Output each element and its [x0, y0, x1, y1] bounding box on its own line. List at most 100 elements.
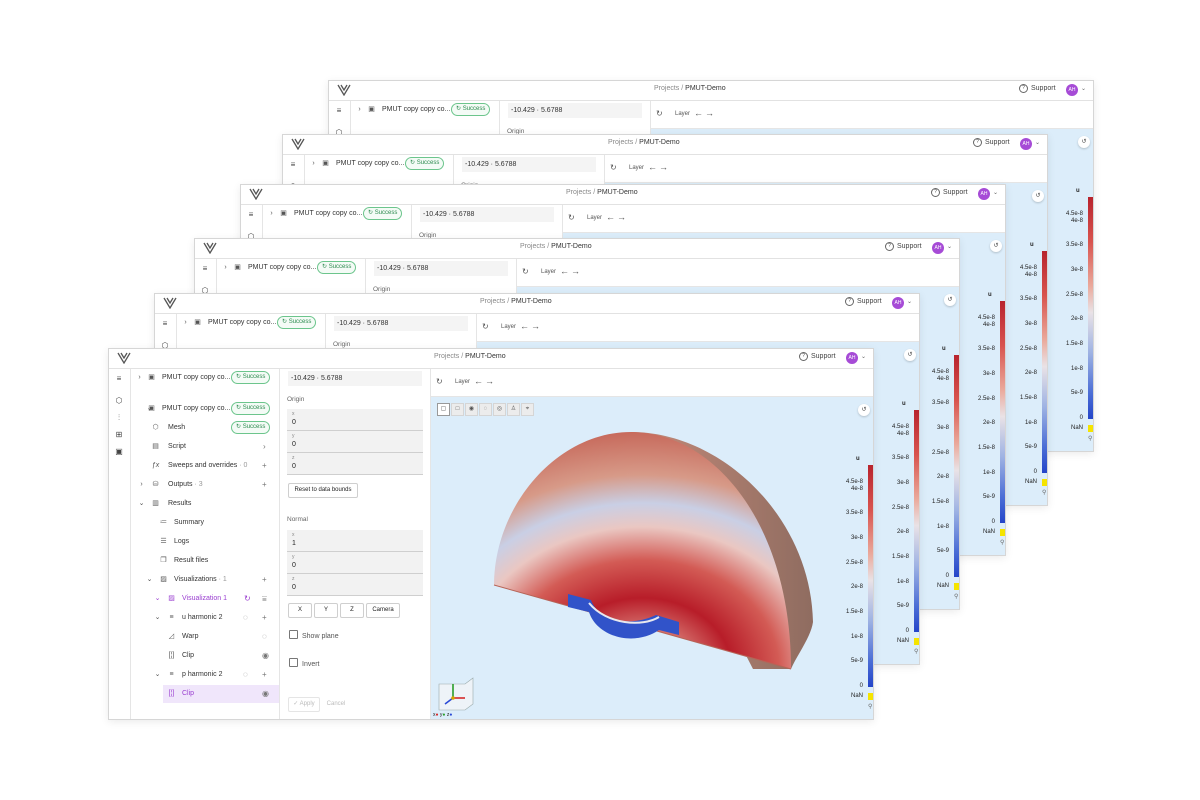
tree-row-summary[interactable]: ≔ Summary	[131, 514, 279, 532]
tree-row-mesh[interactable]: ⬡ Mesh ↻ Success	[131, 419, 279, 437]
apply-button[interactable]: ✓ Apply	[288, 697, 320, 712]
breadcrumb-projects[interactable]: Projects	[654, 85, 680, 92]
tree-row-results[interactable]: ⌄ ▥ Results	[131, 495, 279, 513]
chevron-down-icon[interactable]: ⌄	[146, 405, 153, 412]
arrow-right-icon[interactable]: →	[531, 321, 540, 331]
plus-icon[interactable]: +	[262, 480, 267, 489]
breadcrumb-projects[interactable]: Projects	[520, 243, 546, 250]
axis-z-button[interactable]: Z	[340, 603, 364, 618]
camera-button[interactable]: Camera	[366, 603, 400, 618]
chevron-down-icon[interactable]: ⌄	[154, 595, 161, 602]
cube-icon[interactable]: ⬡	[335, 128, 343, 137]
tree-row-visualization-1[interactable]: ⌄ ▨ Visualization 1 ↻ ⩸	[131, 590, 279, 608]
eye-icon[interactable]: ◉	[465, 403, 478, 416]
chevron-right-icon[interactable]: ›	[270, 210, 273, 217]
chevron-down-icon[interactable]: ⌄	[993, 190, 999, 196]
reset-view-icon[interactable]: ↺	[1032, 190, 1044, 202]
sync-icon[interactable]: ↻	[482, 322, 489, 331]
chevron-down-icon[interactable]: ⌄	[154, 671, 161, 678]
support-link[interactable]: ? Support	[845, 297, 882, 306]
reset-view-icon[interactable]: ↺	[990, 240, 1002, 252]
chevron-right-icon[interactable]: ›	[263, 442, 266, 451]
tree-row-project[interactable]: › ▣ PMUT copy copy co... ↻ Success	[263, 205, 411, 223]
chevron-down-icon[interactable]: ⌄	[947, 244, 953, 250]
tree-row-project[interactable]: › ▣ PMUT copy copy co... ↻ Success	[217, 259, 365, 277]
breadcrumb-projects[interactable]: Projects	[434, 353, 460, 360]
support-link[interactable]: ? Support	[885, 242, 922, 251]
tree-row-script[interactable]: ▤ Script ›	[131, 438, 279, 456]
avatar[interactable]: AH	[978, 188, 990, 200]
support-link[interactable]: ? Support	[1019, 84, 1056, 93]
sync-icon[interactable]: ↻	[656, 109, 663, 118]
tree-row-u-harmonic[interactable]: ⌄ ≡ u harmonic 2 ◌ +	[131, 609, 279, 627]
plus-icon[interactable]: +	[262, 575, 267, 584]
person-icon[interactable]: ♙	[507, 403, 520, 416]
chevron-right-icon[interactable]: ›	[138, 374, 141, 381]
cube-icon[interactable]: ⬡	[247, 232, 255, 241]
checkbox-box[interactable]	[289, 658, 298, 667]
show-plane-checkbox[interactable]: Show plane	[289, 630, 339, 640]
select-icon[interactable]: ▢	[437, 403, 450, 416]
cancel-button[interactable]: Cancel	[322, 697, 350, 712]
chevron-down-icon[interactable]: ⌄	[146, 576, 153, 583]
cube-icon[interactable]: ⬡	[201, 286, 209, 295]
eye-icon[interactable]: ◉	[262, 689, 269, 698]
plus-icon[interactable]: +	[262, 670, 267, 679]
menu-icon[interactable]: ≡	[248, 210, 254, 219]
avatar[interactable]: AH	[932, 242, 944, 254]
support-link[interactable]: ? Support	[973, 138, 1010, 147]
chevron-right-icon[interactable]: ›	[312, 160, 315, 167]
arrow-left-icon[interactable]: ←	[694, 108, 703, 118]
tree-row-clip-1[interactable]: [¦] Clip ◉	[131, 647, 279, 665]
chevron-down-icon[interactable]: ⌄	[861, 354, 867, 360]
axis-x-button[interactable]: X	[288, 603, 312, 618]
axes-gizmo[interactable]	[433, 676, 481, 719]
tree-row-clip-2[interactable]: [¦] Clip ◉	[163, 685, 279, 703]
reset-view-icon[interactable]: ↺	[858, 404, 870, 416]
arrow-left-icon[interactable]: ←	[606, 212, 615, 222]
pin-icon[interactable]: ⚲	[1042, 490, 1047, 496]
menu-icon[interactable]: ≡	[202, 264, 208, 273]
avatar[interactable]: AH	[846, 352, 858, 364]
sync-icon[interactable]: ↻	[244, 594, 251, 603]
menu-icon[interactable]: ≡	[336, 106, 342, 115]
chevron-down-icon[interactable]: ⌄	[907, 299, 913, 305]
plus-icon[interactable]: +	[262, 461, 267, 470]
menu-icon[interactable]: ≡	[116, 374, 122, 383]
pin-icon[interactable]: ⚲	[954, 594, 959, 600]
arrow-left-icon[interactable]: ←	[520, 321, 529, 331]
pin-icon[interactable]: ⚲	[914, 649, 919, 655]
chevron-right-icon[interactable]: ›	[358, 106, 361, 113]
axis-y-button[interactable]: Y	[314, 603, 338, 618]
eye-icon[interactable]: ◉	[262, 651, 269, 660]
tree-row-result-files[interactable]: ❐ Result files	[131, 552, 279, 570]
reset-view-icon[interactable]: ↺	[944, 294, 956, 306]
sync-icon[interactable]: ↻	[436, 377, 443, 386]
menu-icon[interactable]: ≡	[162, 319, 168, 328]
arrow-right-icon[interactable]: →	[617, 212, 626, 222]
tree-row-child-project[interactable]: ⌄ ▣ PMUT copy copy co... ↻ Success	[131, 400, 279, 418]
arrow-right-icon[interactable]: →	[659, 162, 668, 172]
arrow-left-icon[interactable]: ←	[648, 162, 657, 172]
cube-icon[interactable]: ⬡	[115, 396, 123, 405]
breadcrumb-projects[interactable]: Projects	[566, 189, 592, 196]
tree-row-p-harmonic[interactable]: ⌄ ≡ p harmonic 2 ◌ +	[131, 666, 279, 684]
menu-icon[interactable]: ≡	[290, 160, 296, 169]
breadcrumb-projects[interactable]: Projects	[608, 139, 634, 146]
arrow-right-icon[interactable]: →	[485, 376, 494, 386]
filter-add-icon[interactable]: ⩸	[262, 594, 267, 603]
grid-icon[interactable]: ⊞	[115, 430, 123, 439]
target-icon[interactable]: ◎	[493, 403, 506, 416]
reset-view-icon[interactable]: ↺	[1078, 136, 1090, 148]
tree-row-logs[interactable]: ☰ Logs	[131, 533, 279, 551]
3d-viewport[interactable]: ▢ □ ◉ ◌ ◎ ♙ ⌖ ↺	[431, 397, 873, 719]
tree-row-sweeps[interactable]: ƒx Sweeps and overrides · 0 +	[131, 457, 279, 475]
support-link[interactable]: ? Support	[799, 352, 836, 361]
support-link[interactable]: ? Support	[931, 188, 968, 197]
